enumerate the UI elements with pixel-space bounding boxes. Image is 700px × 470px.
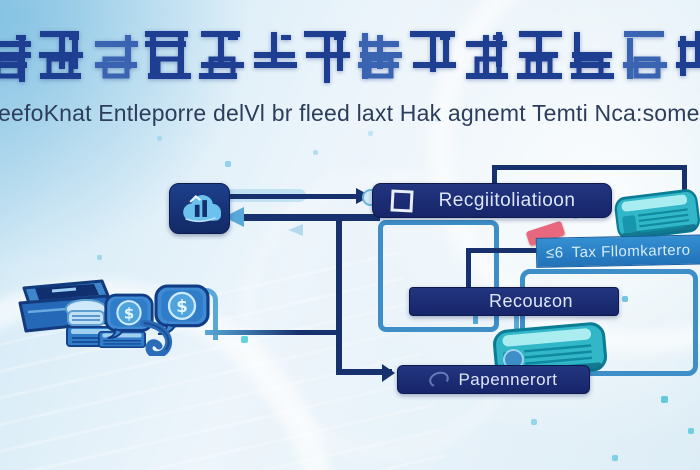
- connector-recouton-to-taxbar: [466, 248, 540, 253]
- papennerort-label: Papennerort: [458, 369, 558, 389]
- cloud-chart-icon: [182, 194, 221, 222]
- title-glyph: [676, 31, 700, 76]
- printer-icon: [98, 331, 146, 348]
- connector-stair-vertical: [336, 214, 342, 375]
- decor-dot: [622, 296, 628, 302]
- title-glyph: [0, 35, 31, 82]
- decor-dot: [241, 336, 248, 343]
- mini-machine-icon: [65, 299, 107, 326]
- chat-bubble-dollar-icon: $: [104, 293, 154, 339]
- loop-rectangle-left: [378, 220, 499, 332]
- title-glyph: [570, 32, 614, 79]
- decor-dot: [225, 161, 231, 167]
- title-glyph: [95, 35, 138, 79]
- recouton-box: Recouεon: [409, 287, 619, 316]
- connector-bubble-horizontal: [205, 330, 339, 335]
- title-glyph: [410, 31, 456, 72]
- ring-outline-icon: [427, 369, 452, 390]
- connector-stair-to-papennerort: [336, 369, 392, 375]
- printer-icon: [98, 331, 146, 348]
- decor-dot: [97, 255, 102, 260]
- decor-dot: [531, 419, 537, 425]
- curled-tail-icon: [140, 319, 173, 359]
- connector-recouton-up: [466, 248, 471, 290]
- chat-bubble-dollar-icon: $: [154, 284, 210, 336]
- title-glyph: [39, 31, 83, 79]
- decor-dot: [661, 396, 668, 403]
- arrow-left-chevron-icon: [288, 224, 303, 236]
- connector-box1-up: [492, 165, 497, 187]
- title-glyph: [358, 33, 402, 79]
- connector-top-horizontal: [492, 165, 687, 170]
- decor-dot: [688, 428, 694, 434]
- title-glyph: [254, 32, 297, 68]
- decor-dot: [435, 118, 439, 122]
- decor-dot: [313, 150, 318, 155]
- decor-dot: [368, 131, 373, 136]
- mini-machine-icon: [62, 297, 110, 331]
- papennerort-box: Papennerort: [397, 365, 590, 394]
- title-glyph: [199, 31, 244, 79]
- papennerort-entry-point: [382, 364, 395, 382]
- tax-bar: ≤6 Tax Fllomkartero: [535, 234, 700, 268]
- registration-box: Recgiitoliatioon: [372, 183, 612, 218]
- title-glyph: [466, 32, 508, 79]
- tax-bar-prefix: ≤6: [545, 243, 564, 262]
- connector-top-down-right: [682, 165, 687, 211]
- connector-recouton-down-left: [473, 312, 478, 324]
- loop-rectangle-right: [520, 269, 698, 376]
- title-glyph: [304, 31, 350, 83]
- svg-text:$: $: [176, 297, 188, 316]
- cloud-chart-badge: [169, 183, 230, 234]
- decor-dot: [612, 455, 618, 461]
- garbled-cjk-title: [0, 29, 700, 87]
- svg-text:$: $: [124, 304, 134, 322]
- title-glyph: [623, 31, 667, 79]
- subtitle-text: eefoKnat Entleporre delVl br fleed laxt …: [0, 100, 700, 126]
- chat-bubble-dollar-icon: $: [103, 291, 155, 340]
- registration-label: Recgiitoliatioon: [438, 189, 576, 211]
- square-outline-icon: [390, 188, 414, 213]
- title-glyph: [517, 31, 562, 79]
- arrow-left-shaft: [243, 214, 380, 221]
- chat-bubble-dollar-icon: $: [152, 283, 212, 336]
- tax-bar-label: Tax Fllomkartero: [571, 241, 691, 261]
- decor-dot: [157, 136, 162, 141]
- curled-tail-icon: [140, 319, 176, 359]
- recouton-label: Recouεon: [488, 291, 574, 311]
- arrow-right-shaft: [230, 194, 360, 199]
- title-glyph: [145, 31, 191, 79]
